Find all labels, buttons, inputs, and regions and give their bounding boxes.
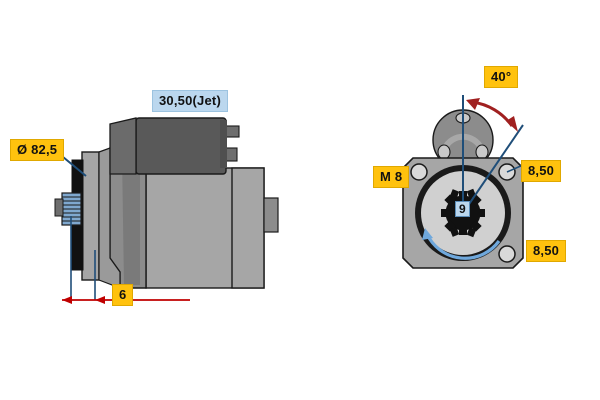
solenoid-body xyxy=(135,117,227,175)
label-jet: 30,50(Jet) xyxy=(152,90,228,112)
label-hole-lower: 8,50 xyxy=(526,240,567,262)
motor-rear-cap xyxy=(231,167,265,289)
rotation-arrow-icon xyxy=(422,228,501,260)
mounting-flange xyxy=(81,151,100,281)
solenoid-cap xyxy=(220,120,227,168)
bolt-hole-bottom-right xyxy=(498,245,516,263)
boss-bolt-right xyxy=(475,144,489,160)
label-diameter: Ø 82,5 xyxy=(10,139,65,161)
angle-arc-40 xyxy=(466,98,518,132)
pinion-shaft-tip xyxy=(54,198,64,217)
label-thread: M 8 xyxy=(373,166,410,188)
pinion-gear-side xyxy=(54,192,82,226)
bolt-hole-top-left xyxy=(410,163,428,181)
label-hole-upper: 8,50 xyxy=(521,160,562,182)
motor-rear-boss xyxy=(263,197,279,233)
leader-line-hole-upper xyxy=(506,164,524,173)
terminal-stud-upper xyxy=(225,125,240,138)
boss-bolt-left xyxy=(437,144,451,160)
label-depth: 6 xyxy=(112,284,134,306)
reference-line-angled xyxy=(462,124,524,214)
drive-end-shadow xyxy=(122,155,140,285)
terminal-stud-lower xyxy=(225,147,238,162)
label-angle: 40° xyxy=(484,66,519,88)
solenoid-shoulder xyxy=(109,117,137,175)
label-pinion-teeth: 9 xyxy=(455,201,470,217)
side-view-group xyxy=(54,117,279,304)
